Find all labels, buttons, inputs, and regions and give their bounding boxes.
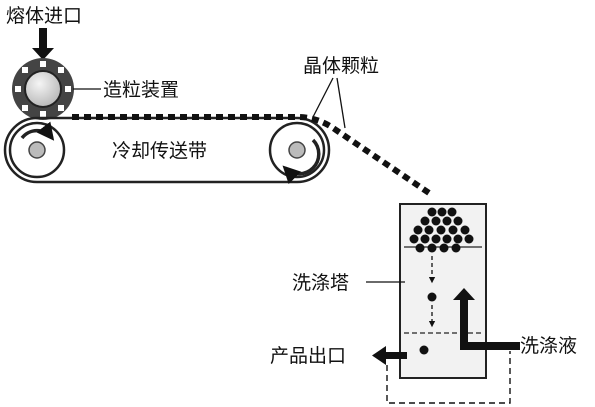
cooling-conveyor-belt: [3, 116, 331, 185]
product-outlet-arrow: [372, 346, 407, 365]
wash-tower: [399, 203, 487, 379]
melt-inlet-label: 熔体进口: [6, 5, 82, 27]
right-rotation-arrow: [282, 138, 321, 185]
granulator-drum: [12, 58, 74, 120]
particle-pile: [409, 207, 474, 253]
crystal-leader-2: [336, 77, 346, 129]
product-outlet-label: 产品出口: [270, 345, 346, 367]
granulator-label: 造粒装置: [103, 79, 179, 101]
cooling-belt-label: 冷却传送带: [112, 140, 207, 162]
wash-liquid-flow: [453, 288, 520, 350]
wash-tower-label: 洗涤塔: [292, 272, 349, 294]
wash-liquid-label: 洗涤液: [520, 335, 577, 357]
melt-inlet-arrow: [32, 28, 54, 60]
particle-trail: [72, 114, 434, 198]
left-rotation-arrow: [20, 121, 55, 141]
crystal-particles-label: 晶体颗粒: [303, 55, 379, 77]
crystal-leader-1: [312, 77, 334, 118]
